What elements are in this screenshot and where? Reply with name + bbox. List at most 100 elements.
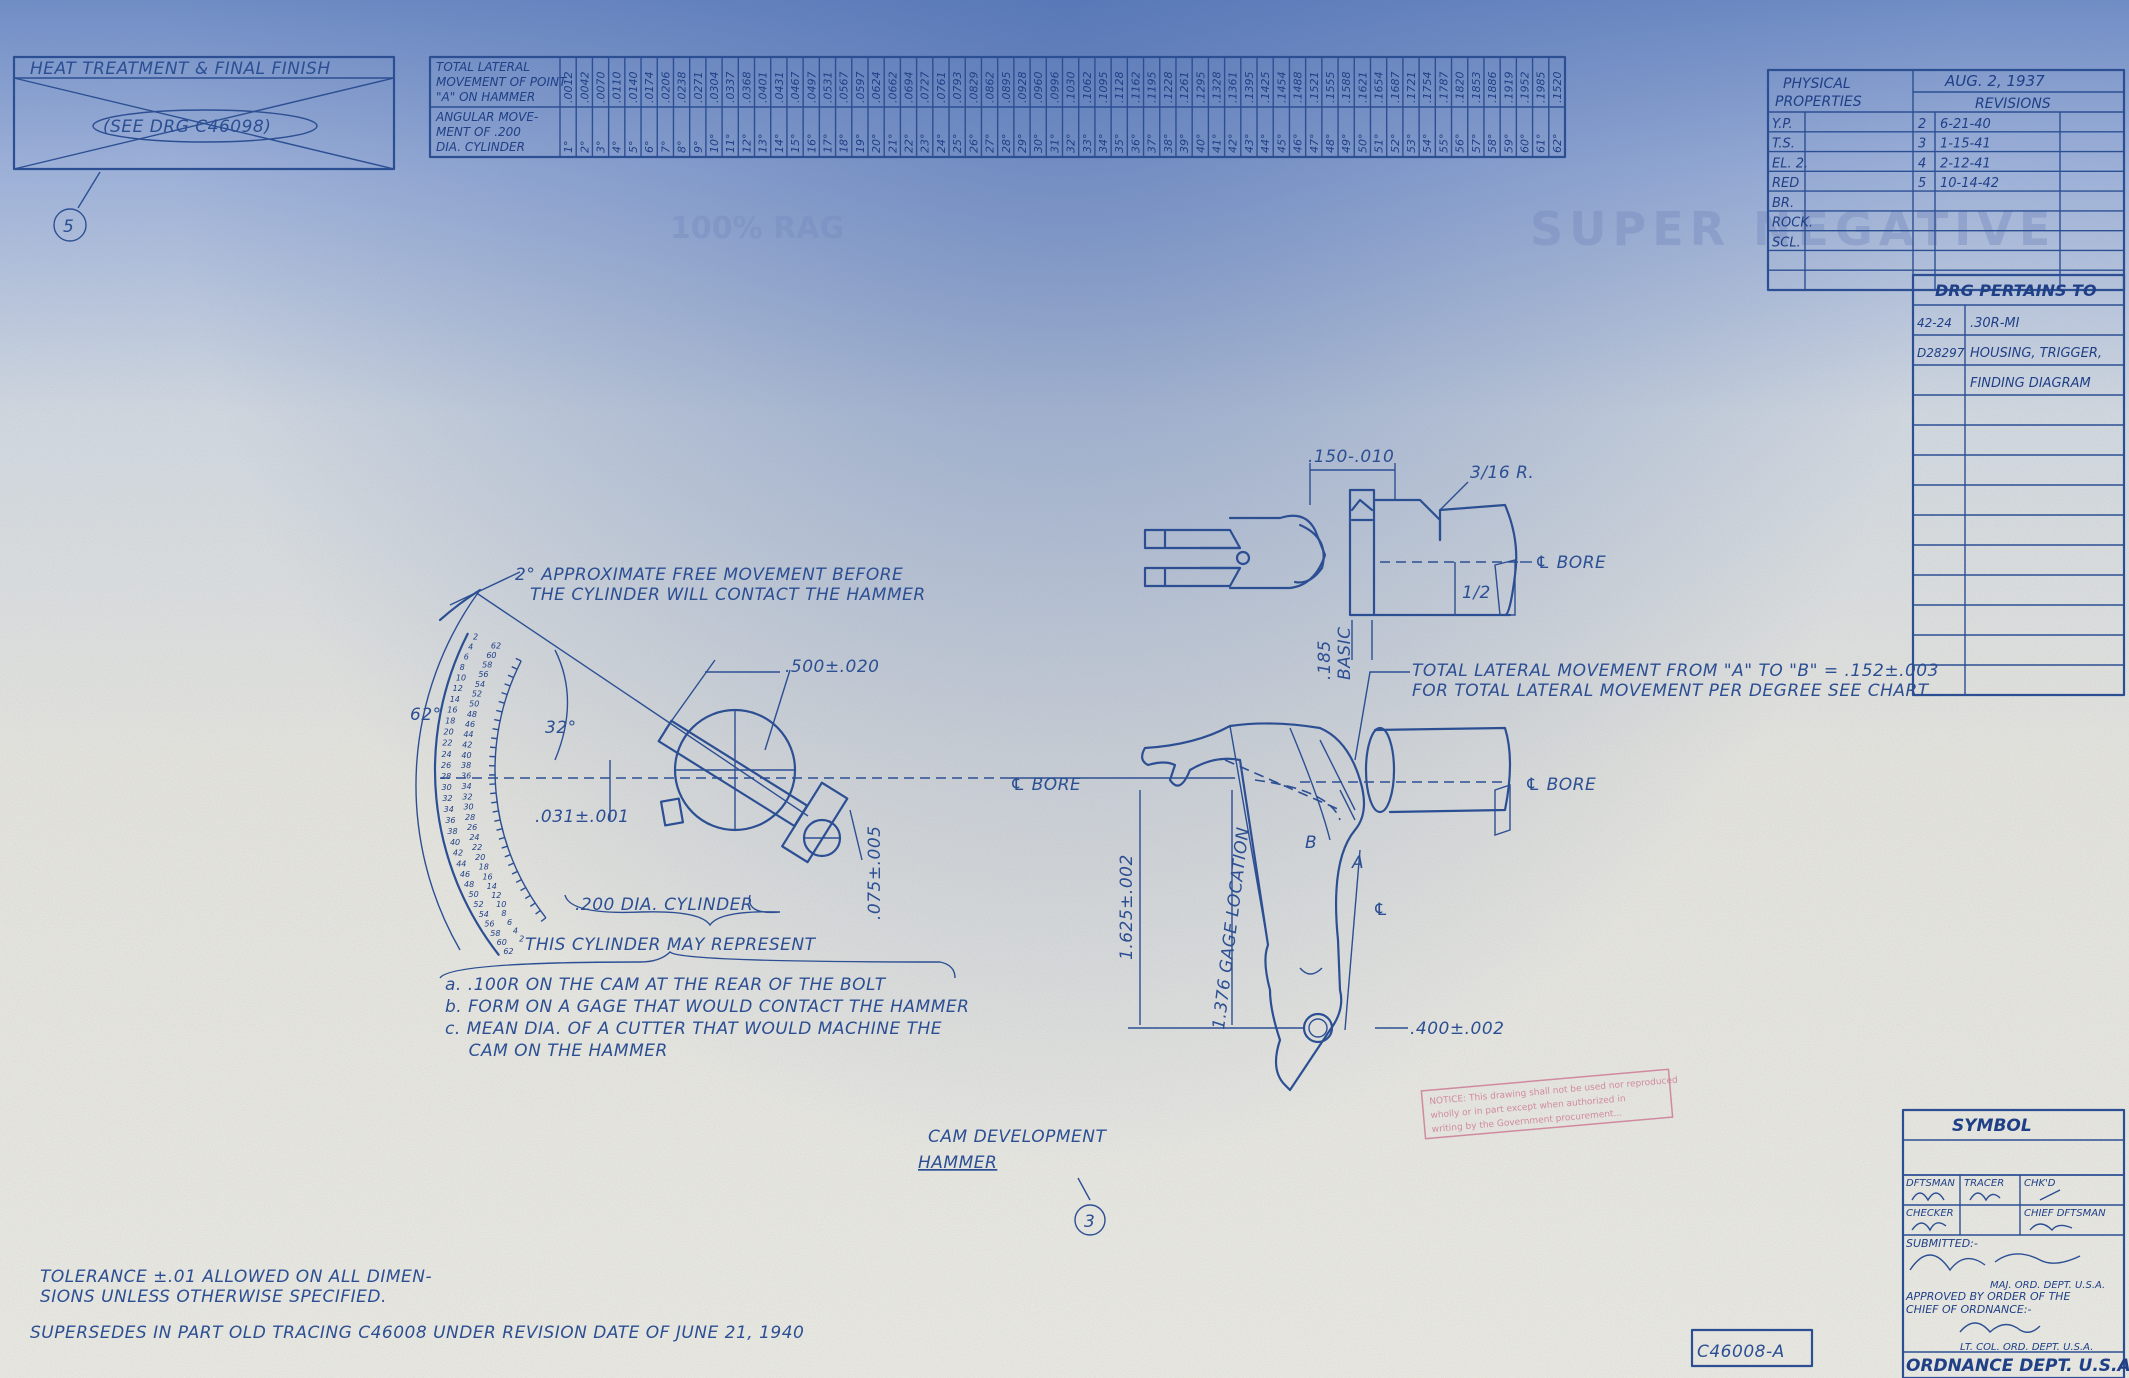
- angle-value: 53°: [1405, 134, 1418, 154]
- lateral-value: .1261: [1178, 72, 1191, 104]
- angle-value: 40°: [1194, 134, 1207, 154]
- angle-value: 21°: [886, 134, 899, 154]
- lateral-value: .1521: [1308, 72, 1321, 104]
- revision-date-entry: 1-15-41: [1940, 137, 1991, 152]
- arc-tick: [492, 810, 499, 813]
- lateral-value: .1721: [1405, 72, 1418, 104]
- angle-value: 42°: [1227, 134, 1240, 154]
- watermark-left: 100% RAG: [670, 211, 844, 246]
- angle-value: 31°: [1048, 134, 1061, 154]
- point-b: B: [1305, 833, 1317, 853]
- table-row1-label-1: TOTAL LATERAL: [436, 60, 530, 74]
- arc-tick: [511, 870, 518, 875]
- arc-scale-left: 38: [447, 827, 457, 836]
- arc-tick: [524, 894, 531, 900]
- arc-scale-left: 62: [503, 947, 513, 956]
- arc-scale-left: 50: [469, 890, 479, 899]
- arc-scale-right: 56: [478, 670, 488, 679]
- dim-400-label: .400±.002: [1410, 1019, 1504, 1039]
- arc-scale-right: 12: [491, 891, 501, 900]
- angle-value: 49°: [1340, 134, 1353, 154]
- angle-value: 35°: [1113, 134, 1126, 154]
- angle-value: 46°: [1292, 134, 1305, 154]
- lateral-value: .0928: [1016, 72, 1029, 104]
- lateral-value: .1820: [1454, 72, 1467, 104]
- arc-scale-right: 18: [479, 863, 489, 872]
- angle-value: 24°: [935, 134, 948, 154]
- angle-value: 9°: [692, 141, 705, 154]
- table-row2-label-3: DIA. CYLINDER: [436, 140, 525, 154]
- dim-1625-label: 1.625±.002: [1117, 854, 1137, 960]
- revision-num: 5: [1918, 176, 1926, 191]
- arc-tick: [496, 828, 503, 831]
- angle-value: 52°: [1389, 134, 1402, 154]
- radius-label: 3/16 R.: [1470, 463, 1534, 483]
- arc-scale-right: 20: [475, 853, 485, 862]
- lateral-value: .1952: [1518, 72, 1531, 104]
- phys-row-label: Y.P.: [1772, 117, 1793, 132]
- approved-line-1: APPROVED BY ORDER OF THE: [1905, 1290, 2070, 1303]
- angle-value: 17°: [821, 134, 834, 154]
- lateral-value: .0761: [935, 72, 948, 104]
- arc-scale-left: 24: [441, 750, 451, 759]
- arc-scale-left: 22: [442, 739, 452, 748]
- symbol-label: SYMBOL: [1952, 1116, 2032, 1136]
- angle-value: 36°: [1129, 134, 1142, 154]
- arc-scale-left: 16: [447, 706, 457, 715]
- lateral-value: .0206: [659, 72, 672, 104]
- arc-scale-right: 10: [496, 900, 506, 909]
- arc-scale-right: 44: [463, 730, 473, 739]
- arc-scale-right: 2: [519, 935, 524, 944]
- arc-tick: [507, 674, 514, 679]
- arc-tick: [490, 792, 497, 795]
- angle-value: 48°: [1324, 134, 1337, 154]
- lateral-value: .0996: [1048, 72, 1061, 104]
- dim-185-label: .185: [1315, 640, 1335, 680]
- dftsman-label: DFTSMAN: [1906, 1178, 1955, 1189]
- lateral-value: .0368: [740, 72, 753, 104]
- arc-outer: [433, 632, 500, 956]
- lateral-value: .0662: [886, 72, 899, 104]
- arc-tick: [529, 902, 536, 907]
- angle-value: 37°: [1146, 134, 1159, 154]
- angle-value: 12°: [740, 134, 753, 154]
- arc-scale-left: 48: [464, 880, 474, 889]
- angle-value: 7°: [659, 141, 672, 154]
- option-b: b. FORM ON A GAGE THAT WOULD CONTACT THE…: [445, 997, 969, 1017]
- arc-scale-left: 60: [497, 938, 507, 947]
- arc-scale-left: 56: [484, 920, 494, 929]
- lateral-value: .1454: [1275, 72, 1288, 104]
- arc-scale-right: 24: [469, 833, 479, 842]
- arc-scale-right: 38: [461, 761, 471, 770]
- arc-tick: [491, 801, 498, 804]
- angle-value: 26°: [967, 134, 980, 154]
- arc-tick: [492, 728, 499, 731]
- lateral-value: .0337: [724, 72, 737, 104]
- angle-value: 58°: [1486, 134, 1499, 154]
- arc-tick: [501, 845, 508, 849]
- supersedes-note: SUPERSEDES IN PART OLD TRACING C46008 UN…: [30, 1323, 804, 1343]
- phys-row-label: RED: [1772, 176, 1799, 191]
- caption: CAM DEVELOPMENT HAMMER 3: [918, 1127, 1107, 1236]
- arc-scale-left: 14: [450, 695, 460, 704]
- lateral-value: .0174: [643, 72, 656, 104]
- angle-value: 29°: [1016, 134, 1029, 154]
- lateral-value: .0110: [611, 72, 624, 104]
- arc-scale-left: 36: [445, 816, 455, 825]
- arc-scale-right: 36: [461, 772, 471, 781]
- revision-num: 2: [1918, 117, 1926, 132]
- angle-value: 33°: [1081, 134, 1094, 154]
- angle-value: 15°: [789, 134, 802, 154]
- lateral-value: .0895: [1000, 72, 1013, 104]
- arc-scale-left: 28: [441, 772, 451, 781]
- angle-value: 51°: [1373, 134, 1386, 154]
- callout-5: 5: [63, 217, 74, 237]
- angle-value: 56°: [1454, 134, 1467, 154]
- arc-scale-left: 26: [441, 761, 451, 770]
- arc-scale-left: 58: [490, 929, 500, 938]
- angle-value: 10°: [708, 134, 721, 154]
- lateral-value: .0497: [805, 72, 818, 104]
- angle-value: 25°: [951, 134, 964, 154]
- angle-value: 3°: [595, 141, 608, 154]
